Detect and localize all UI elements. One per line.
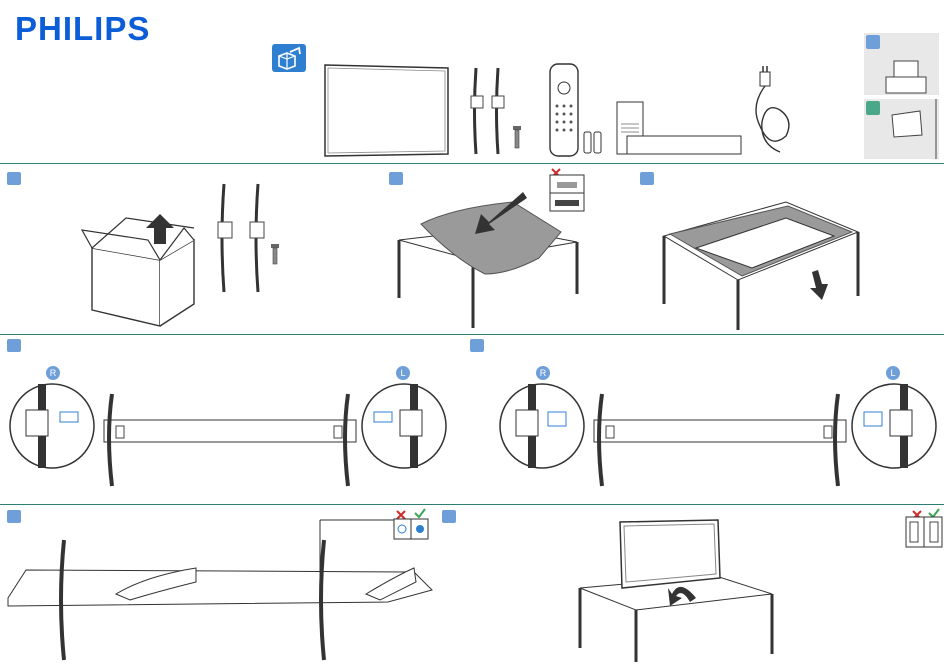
batteries-icon — [583, 130, 603, 154]
tv-face-down-illustration — [656, 196, 866, 332]
tv-on-table-illustration — [576, 518, 776, 664]
step-marker — [442, 510, 456, 523]
right-marker: R — [536, 366, 550, 380]
step-marker — [7, 172, 21, 185]
box-illustration — [80, 208, 200, 328]
left-marker: L — [396, 366, 410, 380]
remote-icon — [548, 62, 580, 158]
screw-icon — [512, 126, 522, 150]
left-marker: L — [886, 366, 900, 380]
step-marker — [640, 172, 654, 185]
screw-icon — [270, 244, 280, 266]
option-wall-panel — [864, 99, 939, 159]
leg-assembly-illustration — [8, 380, 448, 492]
tighten-screws-illustration — [6, 520, 436, 660]
tv-icon — [322, 62, 452, 158]
divider-top — [0, 163, 944, 164]
divider-bottom — [0, 504, 944, 505]
stand-legs-icon — [214, 182, 270, 294]
screw-check-panel — [393, 518, 429, 540]
step-marker — [7, 339, 21, 352]
surface-check-icon — [549, 174, 585, 212]
power-cord-icon — [750, 66, 796, 158]
divider-middle — [0, 334, 944, 335]
check-icon — [414, 508, 426, 518]
manual-icon — [615, 100, 743, 158]
option-table-panel — [864, 33, 939, 95]
step-marker — [389, 172, 403, 185]
right-marker: R — [46, 366, 60, 380]
step-marker — [470, 339, 484, 352]
placement-check-panel — [905, 516, 943, 548]
unbox-icon — [272, 44, 306, 72]
stand-legs-icon — [468, 66, 508, 156]
brand-logo: PHILIPS — [15, 10, 150, 48]
leg-assembly-illustration — [498, 380, 938, 492]
